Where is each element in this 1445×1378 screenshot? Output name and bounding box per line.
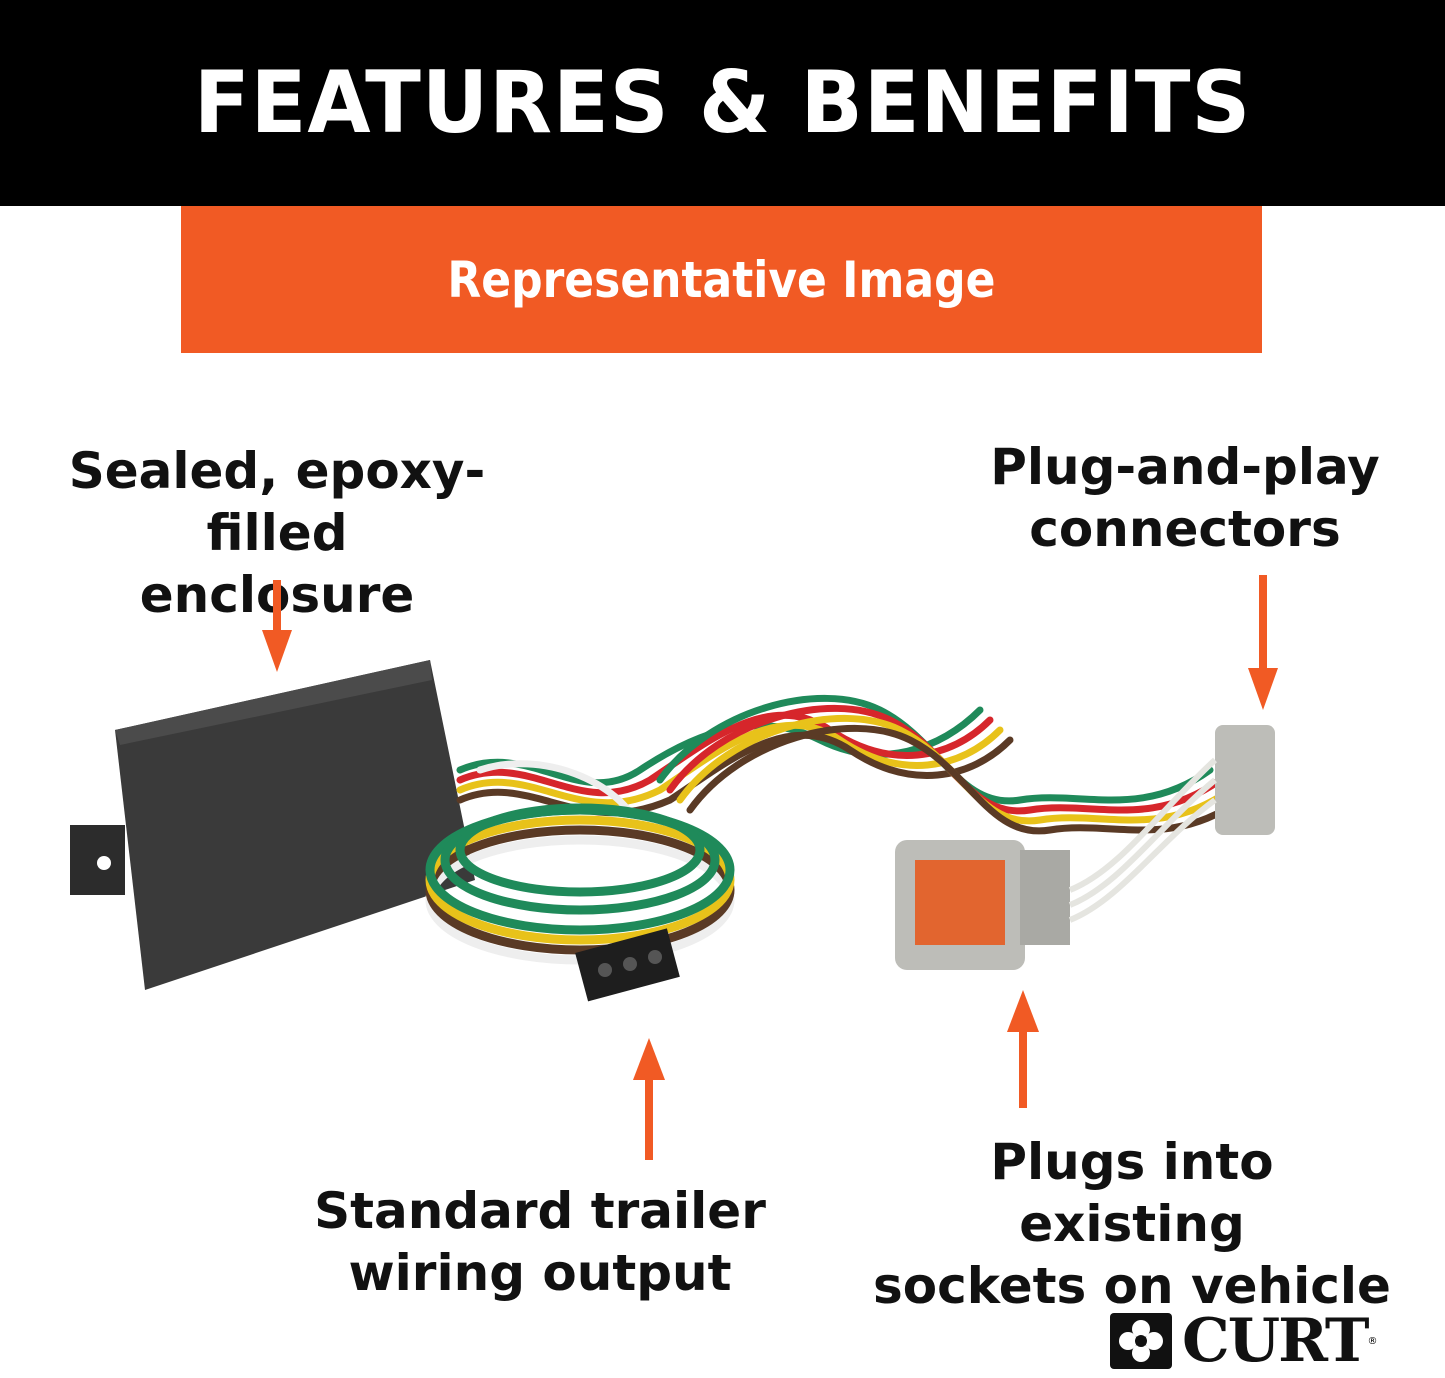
- arrow-down-icon: [1248, 575, 1278, 710]
- arrow-down-icon: [262, 580, 292, 672]
- banner-text: Representative Image: [447, 250, 996, 309]
- arrow-up-icon: [1007, 990, 1039, 1108]
- callout-enclosure: Sealed, epoxy- filled enclosure: [62, 440, 492, 626]
- curt-logo-mark-icon: [1110, 1313, 1172, 1369]
- product-image: [70, 660, 1275, 1002]
- callout-connectors-line2: connectors: [1029, 500, 1341, 558]
- callout-connectors: Plug-and-play connectors: [985, 436, 1385, 560]
- curt-logo: CURT ®: [1110, 1306, 1378, 1376]
- callout-connectors-line1: Plug-and-play: [990, 438, 1380, 496]
- callout-enclosure-line1: Sealed, epoxy-: [68, 442, 486, 500]
- callout-sockets-line1: Plugs into existing: [990, 1133, 1274, 1253]
- callout-sockets: Plugs into existing sockets on vehicle: [872, 1131, 1392, 1317]
- arrow-up-icon: [633, 1038, 665, 1160]
- callout-output-line2: wiring output: [348, 1244, 732, 1302]
- registered-mark: ®: [1367, 1335, 1378, 1347]
- brand-name: CURT: [1182, 1306, 1370, 1376]
- page-title: FEATURES & BENEFITS: [193, 53, 1252, 153]
- callout-output: Standard trailer wiring output: [310, 1180, 770, 1304]
- callout-enclosure-line2: filled enclosure: [140, 504, 415, 624]
- callout-output-line1: Standard trailer: [314, 1182, 766, 1240]
- representative-image-banner: Representative Image: [181, 206, 1262, 353]
- callout-sockets-line2: sockets on vehicle: [873, 1257, 1391, 1315]
- header-bar: FEATURES & BENEFITS: [0, 0, 1445, 206]
